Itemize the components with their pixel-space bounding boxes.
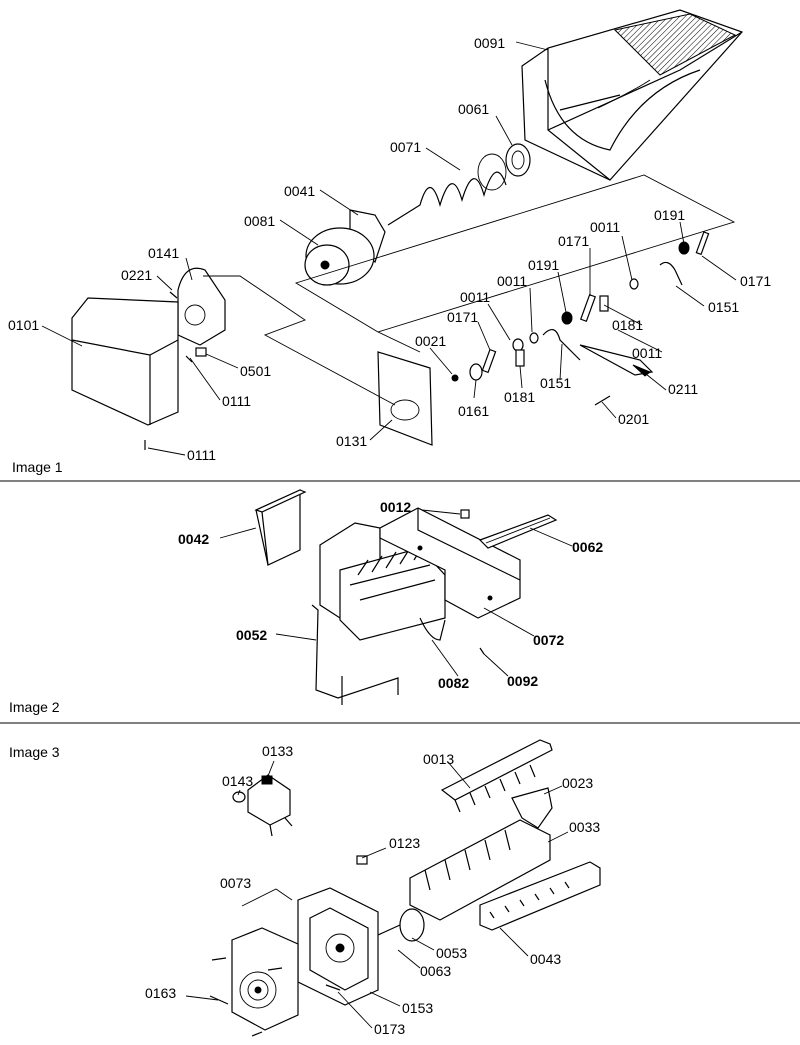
icemaker-cover-part xyxy=(254,489,307,566)
part-label: 0171 xyxy=(447,309,478,325)
image-3-labels: 0143 0133 0013 0023 0033 0123 0073 0053 … xyxy=(145,743,600,1037)
part-label: 0111 xyxy=(222,393,251,409)
part-label: 0091 xyxy=(474,35,505,51)
section-label-image-2: Image 2 xyxy=(9,699,60,715)
icemaker-tray-part xyxy=(319,522,446,641)
part-label: 0211 xyxy=(668,381,698,397)
part-label: 0021 xyxy=(415,333,446,349)
part-label: 0082 xyxy=(438,675,469,691)
part-label: 0092 xyxy=(507,673,538,689)
part-label: 0191 xyxy=(528,257,559,273)
mounting-bracket-part xyxy=(379,507,521,619)
part-label: 0141 xyxy=(148,245,179,261)
mold-part xyxy=(409,819,551,921)
part-label: 0101 xyxy=(8,317,39,333)
section-label-image-1: Image 1 xyxy=(12,459,63,475)
part-label: 0061 xyxy=(458,101,489,117)
part-label: 0191 xyxy=(654,207,685,223)
auger-wheel-part xyxy=(304,227,375,286)
part-label: 0171 xyxy=(740,273,771,289)
part-label: 0111 xyxy=(187,447,216,463)
part-label: 0151 xyxy=(540,375,571,391)
ice-bucket-part xyxy=(521,9,744,181)
part-label: 0181 xyxy=(612,317,643,333)
control-module-part xyxy=(231,927,299,1031)
control-housing-part xyxy=(297,887,379,1006)
auger-spring-part xyxy=(387,171,507,226)
drive-motor-part xyxy=(377,908,425,942)
part-label: 0042 xyxy=(178,531,209,547)
part-label: 0011 xyxy=(590,219,620,235)
part-label: 0041 xyxy=(284,183,315,199)
part-label: 0012 xyxy=(380,499,411,515)
part-label: 0033 xyxy=(569,819,600,835)
part-label: 0133 xyxy=(262,743,293,759)
part-label: 0071 xyxy=(390,139,421,155)
part-label: 0011 xyxy=(497,273,527,289)
part-label: 0163 xyxy=(145,985,176,1001)
part-label: 0072 xyxy=(533,632,564,648)
dispenser-cover-part xyxy=(71,297,179,426)
bearing-part xyxy=(511,787,553,829)
part-label: 0161 xyxy=(458,403,489,419)
part-label: 0181 xyxy=(504,389,535,405)
part-label: 0011 xyxy=(632,345,662,361)
image-2-drawing xyxy=(219,489,573,705)
part-label: 0501 xyxy=(240,363,271,379)
ejector-part xyxy=(440,739,553,813)
part-label: 0043 xyxy=(530,951,561,967)
image-3-drawing xyxy=(185,739,601,1037)
part-label: 0171 xyxy=(558,233,589,249)
image-2-labels: 0042 0012 0062 0052 0072 0082 0092 xyxy=(178,499,603,691)
part-label: 0013 xyxy=(423,751,454,767)
section-label-image-3: Image 3 xyxy=(9,744,60,760)
part-label: 0023 xyxy=(562,775,593,791)
part-label: 0173 xyxy=(374,1021,405,1037)
image-1-labels: 0091 0061 0071 0041 0081 0141 0221 0101 … xyxy=(8,35,771,463)
part-label: 0123 xyxy=(389,835,420,851)
part-label: 0151 xyxy=(708,299,739,315)
part-label: 0221 xyxy=(121,267,152,283)
part-label: 0143 xyxy=(222,773,253,789)
part-label: 0201 xyxy=(618,411,649,427)
part-label: 0131 xyxy=(336,433,367,449)
part-label: 0073 xyxy=(220,875,251,891)
motor-housing-part xyxy=(177,267,226,346)
part-label: 0063 xyxy=(420,963,451,979)
part-label: 0011 xyxy=(460,289,490,305)
image-1-drawing xyxy=(41,9,744,456)
part-label: 0052 xyxy=(236,627,267,643)
part-label: 0153 xyxy=(402,1000,433,1016)
fill-cup-part xyxy=(479,861,601,931)
feeler-arm-part xyxy=(311,604,399,699)
switch-part xyxy=(247,774,293,837)
part-label: 0053 xyxy=(436,945,467,961)
part-label: 0081 xyxy=(244,213,275,229)
part-label: 0062 xyxy=(572,539,603,555)
mounting-plate-part xyxy=(377,351,433,446)
bucket-bearing-part xyxy=(505,143,531,177)
